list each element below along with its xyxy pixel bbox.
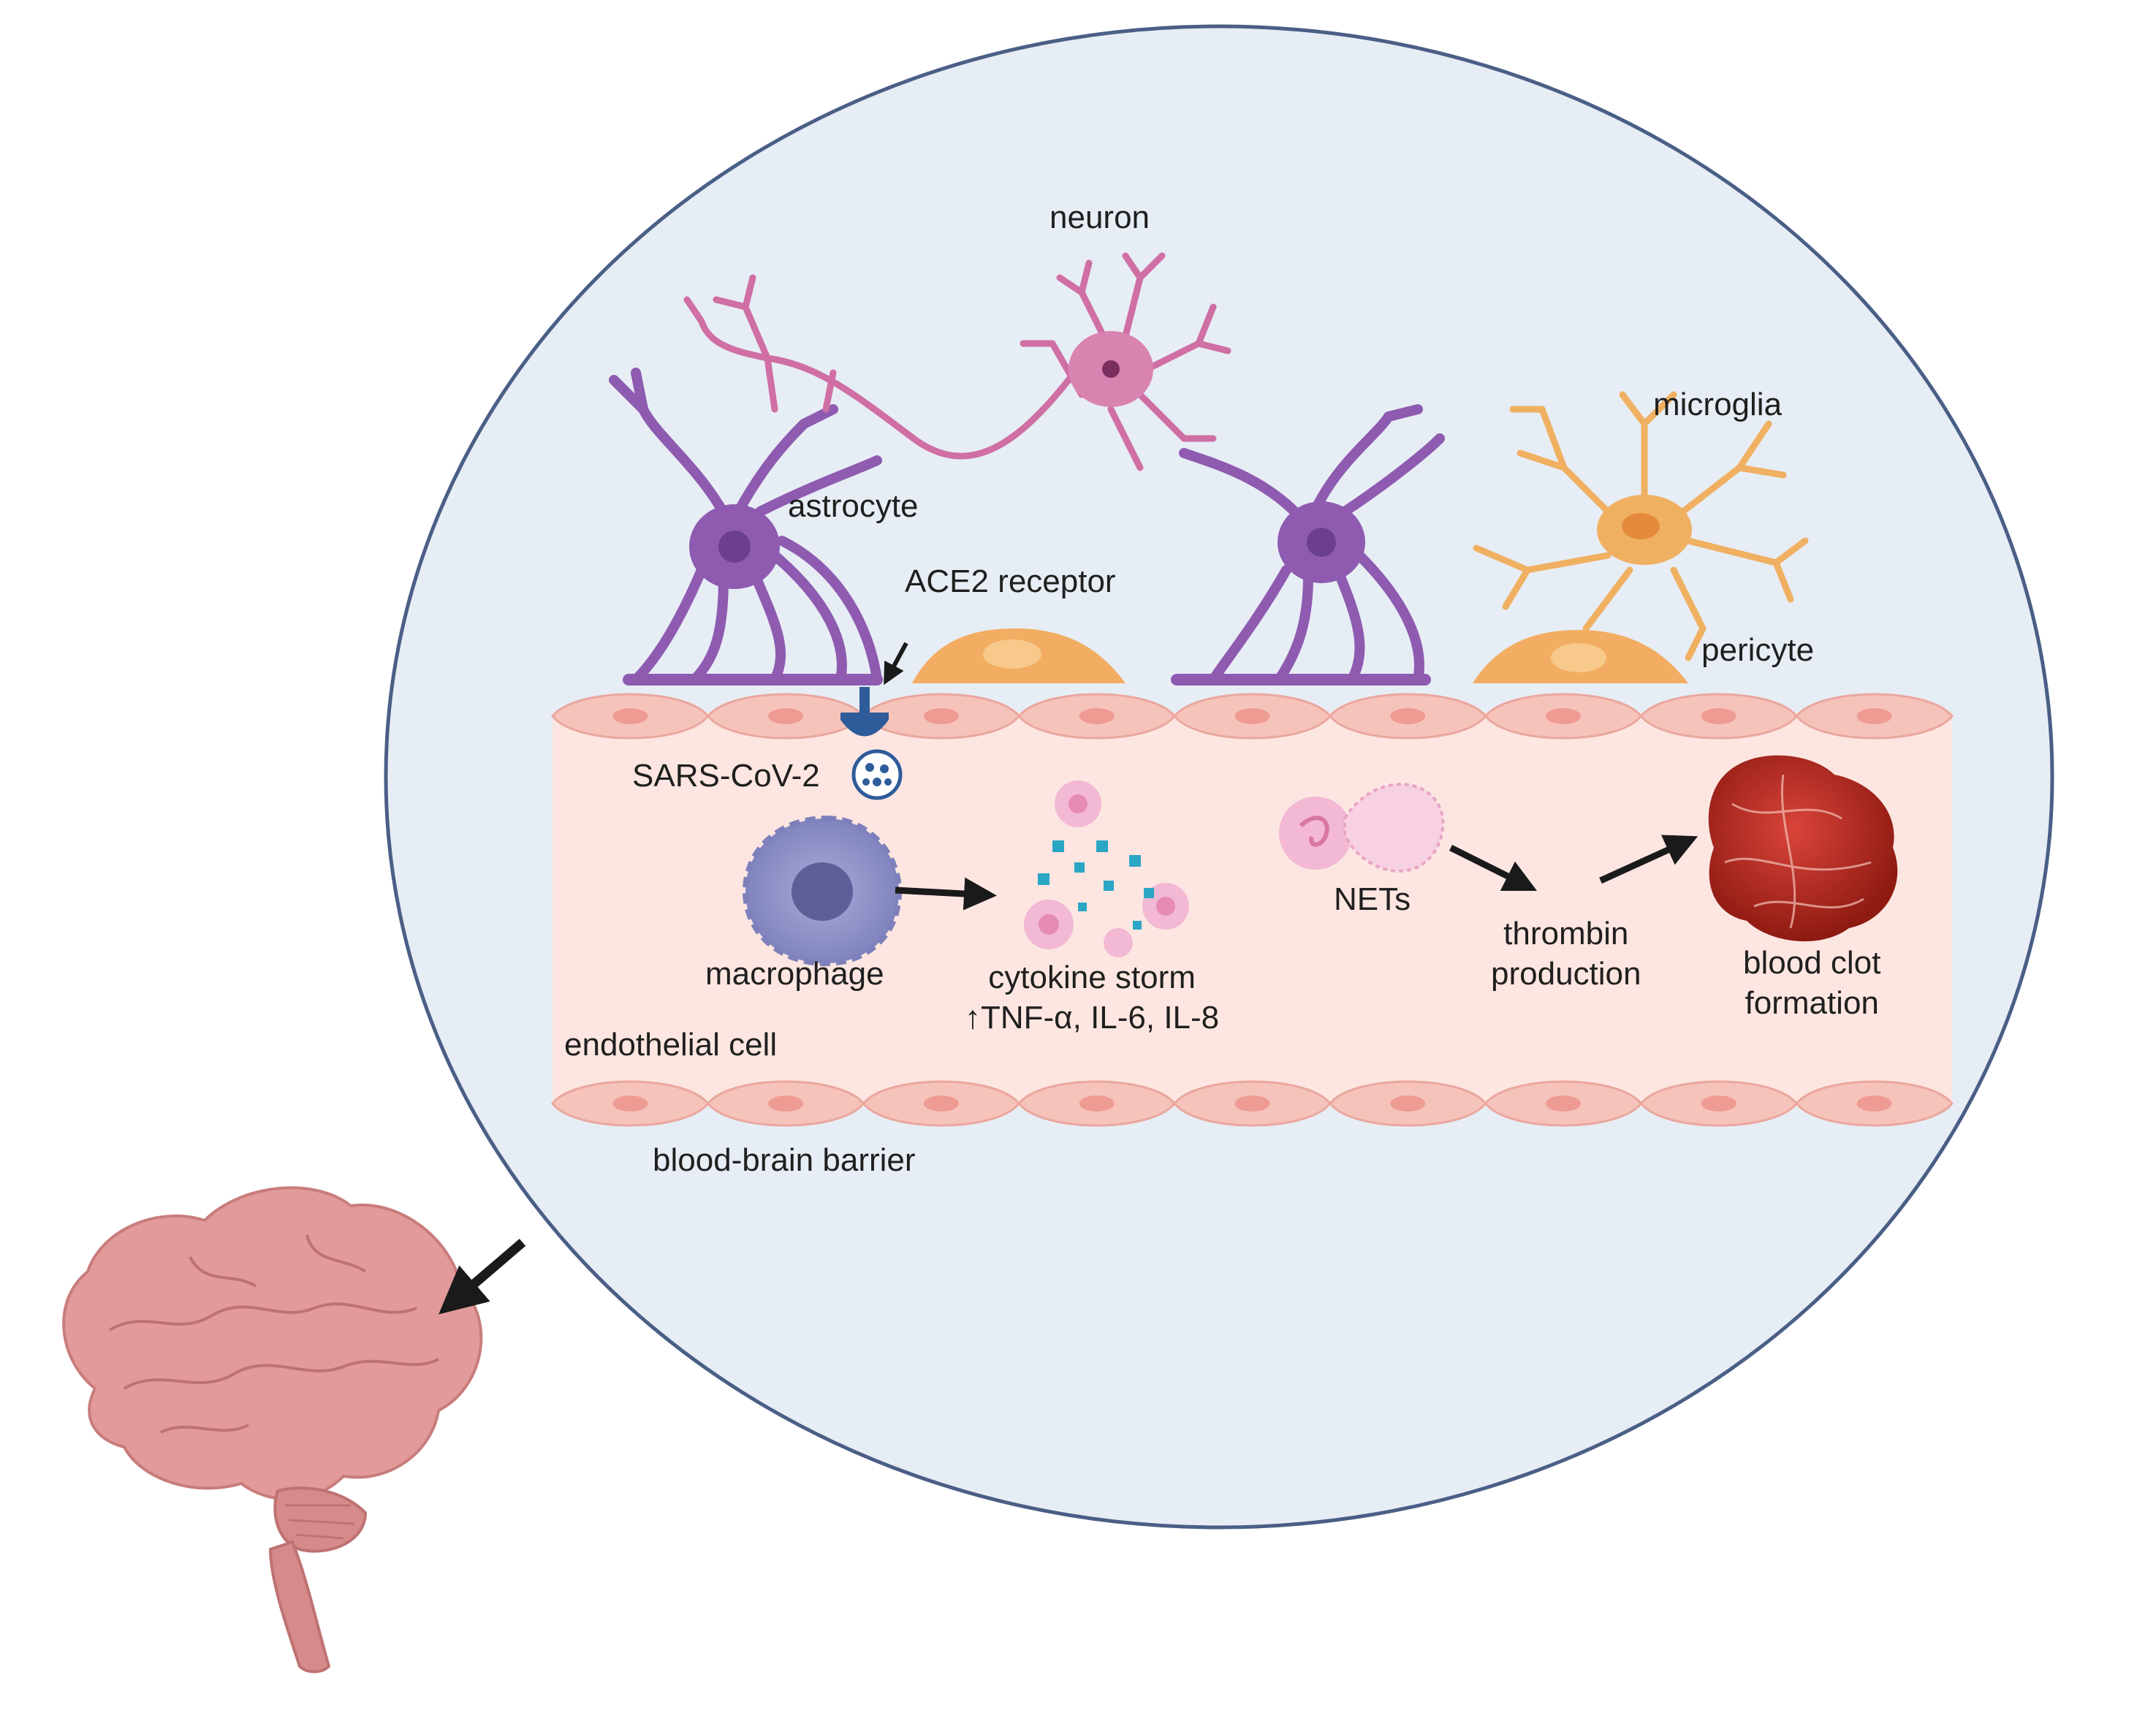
microglia (1473, 391, 1809, 661)
arrow-thrombin-to-clot (1599, 835, 1698, 884)
endothelial-nucleus (612, 708, 648, 724)
endothelial-nucleus (1390, 1095, 1426, 1112)
sars-cov-2-virus (851, 749, 903, 800)
macrophage-cell (742, 815, 903, 967)
arrow-nets-to-thrombin (1449, 844, 1538, 892)
neuron (683, 252, 1231, 471)
endothelial-nucleus (1390, 708, 1426, 724)
arrow-bubble-to-brain (439, 1239, 526, 1315)
label-macrophage: macrophage (705, 956, 884, 992)
label-blood-brain-barrier: blood-brain barrier (653, 1142, 916, 1178)
label-blood-clot-line2: formation (1745, 985, 1879, 1021)
label-astrocyte: astrocyte (788, 488, 919, 524)
pericyte-left (912, 628, 1126, 683)
label-thrombin-line2: production (1491, 956, 1641, 992)
blood-vessel (551, 693, 1954, 1127)
endothelial-nucleus (1234, 1095, 1270, 1112)
label-endothelial-cell: endothelial cell (564, 1027, 778, 1063)
astrocyte-left-nucleus (718, 531, 751, 563)
astrocyte-right-nucleus (1307, 528, 1336, 557)
blood-clot (1708, 755, 1898, 942)
endothelial-nucleus (923, 708, 959, 724)
endothelial-nucleus (1234, 708, 1270, 724)
neuron-nucleus (1102, 360, 1120, 378)
label-cytokine-storm-line2: ↑TNF-α, IL-6, IL-8 (965, 1000, 1220, 1036)
endothelial-nucleus (768, 708, 804, 724)
label-nets: NETs (1334, 881, 1411, 917)
label-thrombin-line1: thrombin (1503, 916, 1629, 952)
endothelial-top-row (551, 693, 1954, 740)
label-ace2-receptor: ACE2 receptor (905, 563, 1116, 599)
arrow-ace2-pointer (884, 642, 908, 685)
endothelial-nucleus (1079, 708, 1115, 724)
label-blood-clot-formation: blood clot formation (1743, 943, 1880, 1023)
endothelial-nucleus (1546, 708, 1582, 724)
pericyte-right (1473, 630, 1688, 683)
cytokine-storm-cells (1024, 780, 1189, 957)
label-microglia: microglia (1653, 387, 1783, 422)
label-blood-clot-line1: blood clot (1743, 945, 1881, 981)
label-sars-cov-2: SARS-CoV-2 (632, 758, 820, 794)
endothelial-nucleus (768, 1095, 804, 1112)
endothelial-nucleus (1079, 1095, 1115, 1112)
endothelial-nucleus (1701, 1095, 1736, 1112)
astrocyte-left (609, 368, 883, 685)
microglia-nucleus (1622, 513, 1660, 539)
ace2-receptor (840, 687, 889, 737)
label-cytokine-storm-line1: cytokine storm (988, 960, 1196, 995)
label-neuron: neuron (1049, 200, 1150, 235)
endothelial-nucleus (923, 1095, 959, 1112)
endothelial-nucleus (1856, 708, 1892, 724)
endothelial-nucleus (1856, 1095, 1892, 1112)
endothelial-nucleus (1701, 708, 1736, 724)
label-thrombin-production: thrombin production (1491, 914, 1641, 994)
label-cytokine-storm: cytokine storm ↑TNF-α, IL-6, IL-8 (965, 957, 1219, 1038)
endothelial-bottom-row (551, 1080, 1954, 1127)
endothelial-nucleus (1546, 1095, 1582, 1112)
label-pericyte: pericyte (1701, 632, 1815, 668)
brain (62, 1186, 483, 1674)
endothelial-nucleus (612, 1095, 648, 1112)
arrow-macrophage-to-cytokine (895, 877, 997, 911)
nets-neutrophil (1279, 783, 1445, 873)
